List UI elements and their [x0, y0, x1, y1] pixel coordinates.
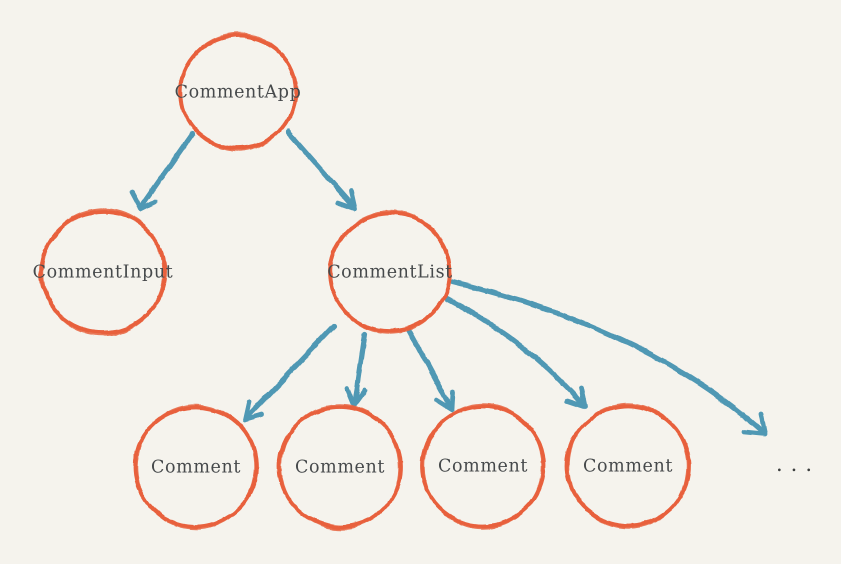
edges	[129, 129, 768, 437]
node-label-comment-app: CommentApp	[175, 83, 302, 103]
node-comment-input: CommentInput	[33, 208, 174, 336]
edge-commentapp-commentinput	[129, 131, 195, 212]
node-label-comment-1: Comment	[151, 458, 241, 478]
node-comment-3: Comment	[420, 403, 546, 529]
node-comment-4: Comment	[565, 403, 691, 529]
nodes: CommentApp CommentInput CommentList	[33, 32, 691, 530]
node-label-comment-list: CommentList	[327, 263, 453, 283]
node-label-comment-input: CommentInput	[33, 263, 174, 283]
edge-commentlist-comment-1	[242, 323, 337, 423]
node-label-comment-2: Comment	[295, 458, 385, 478]
edge-commentlist-comment-2	[344, 331, 368, 408]
edge-commentlist-comment-4	[444, 296, 588, 410]
edge-commentlist-comment-3	[406, 327, 456, 413]
node-comment-app: CommentApp	[175, 32, 302, 152]
node-comment-1: Comment	[133, 404, 259, 530]
node-label-comment-3: Comment	[438, 457, 528, 477]
edge-commentapp-commentlist	[285, 129, 358, 212]
more-children-ellipsis: ...	[776, 452, 820, 476]
node-label-comment-4: Comment	[583, 457, 673, 477]
node-comment-2: Comment	[277, 404, 403, 530]
node-comment-list: CommentList	[327, 210, 453, 334]
edge-commentlist-ellipsis	[450, 279, 768, 437]
